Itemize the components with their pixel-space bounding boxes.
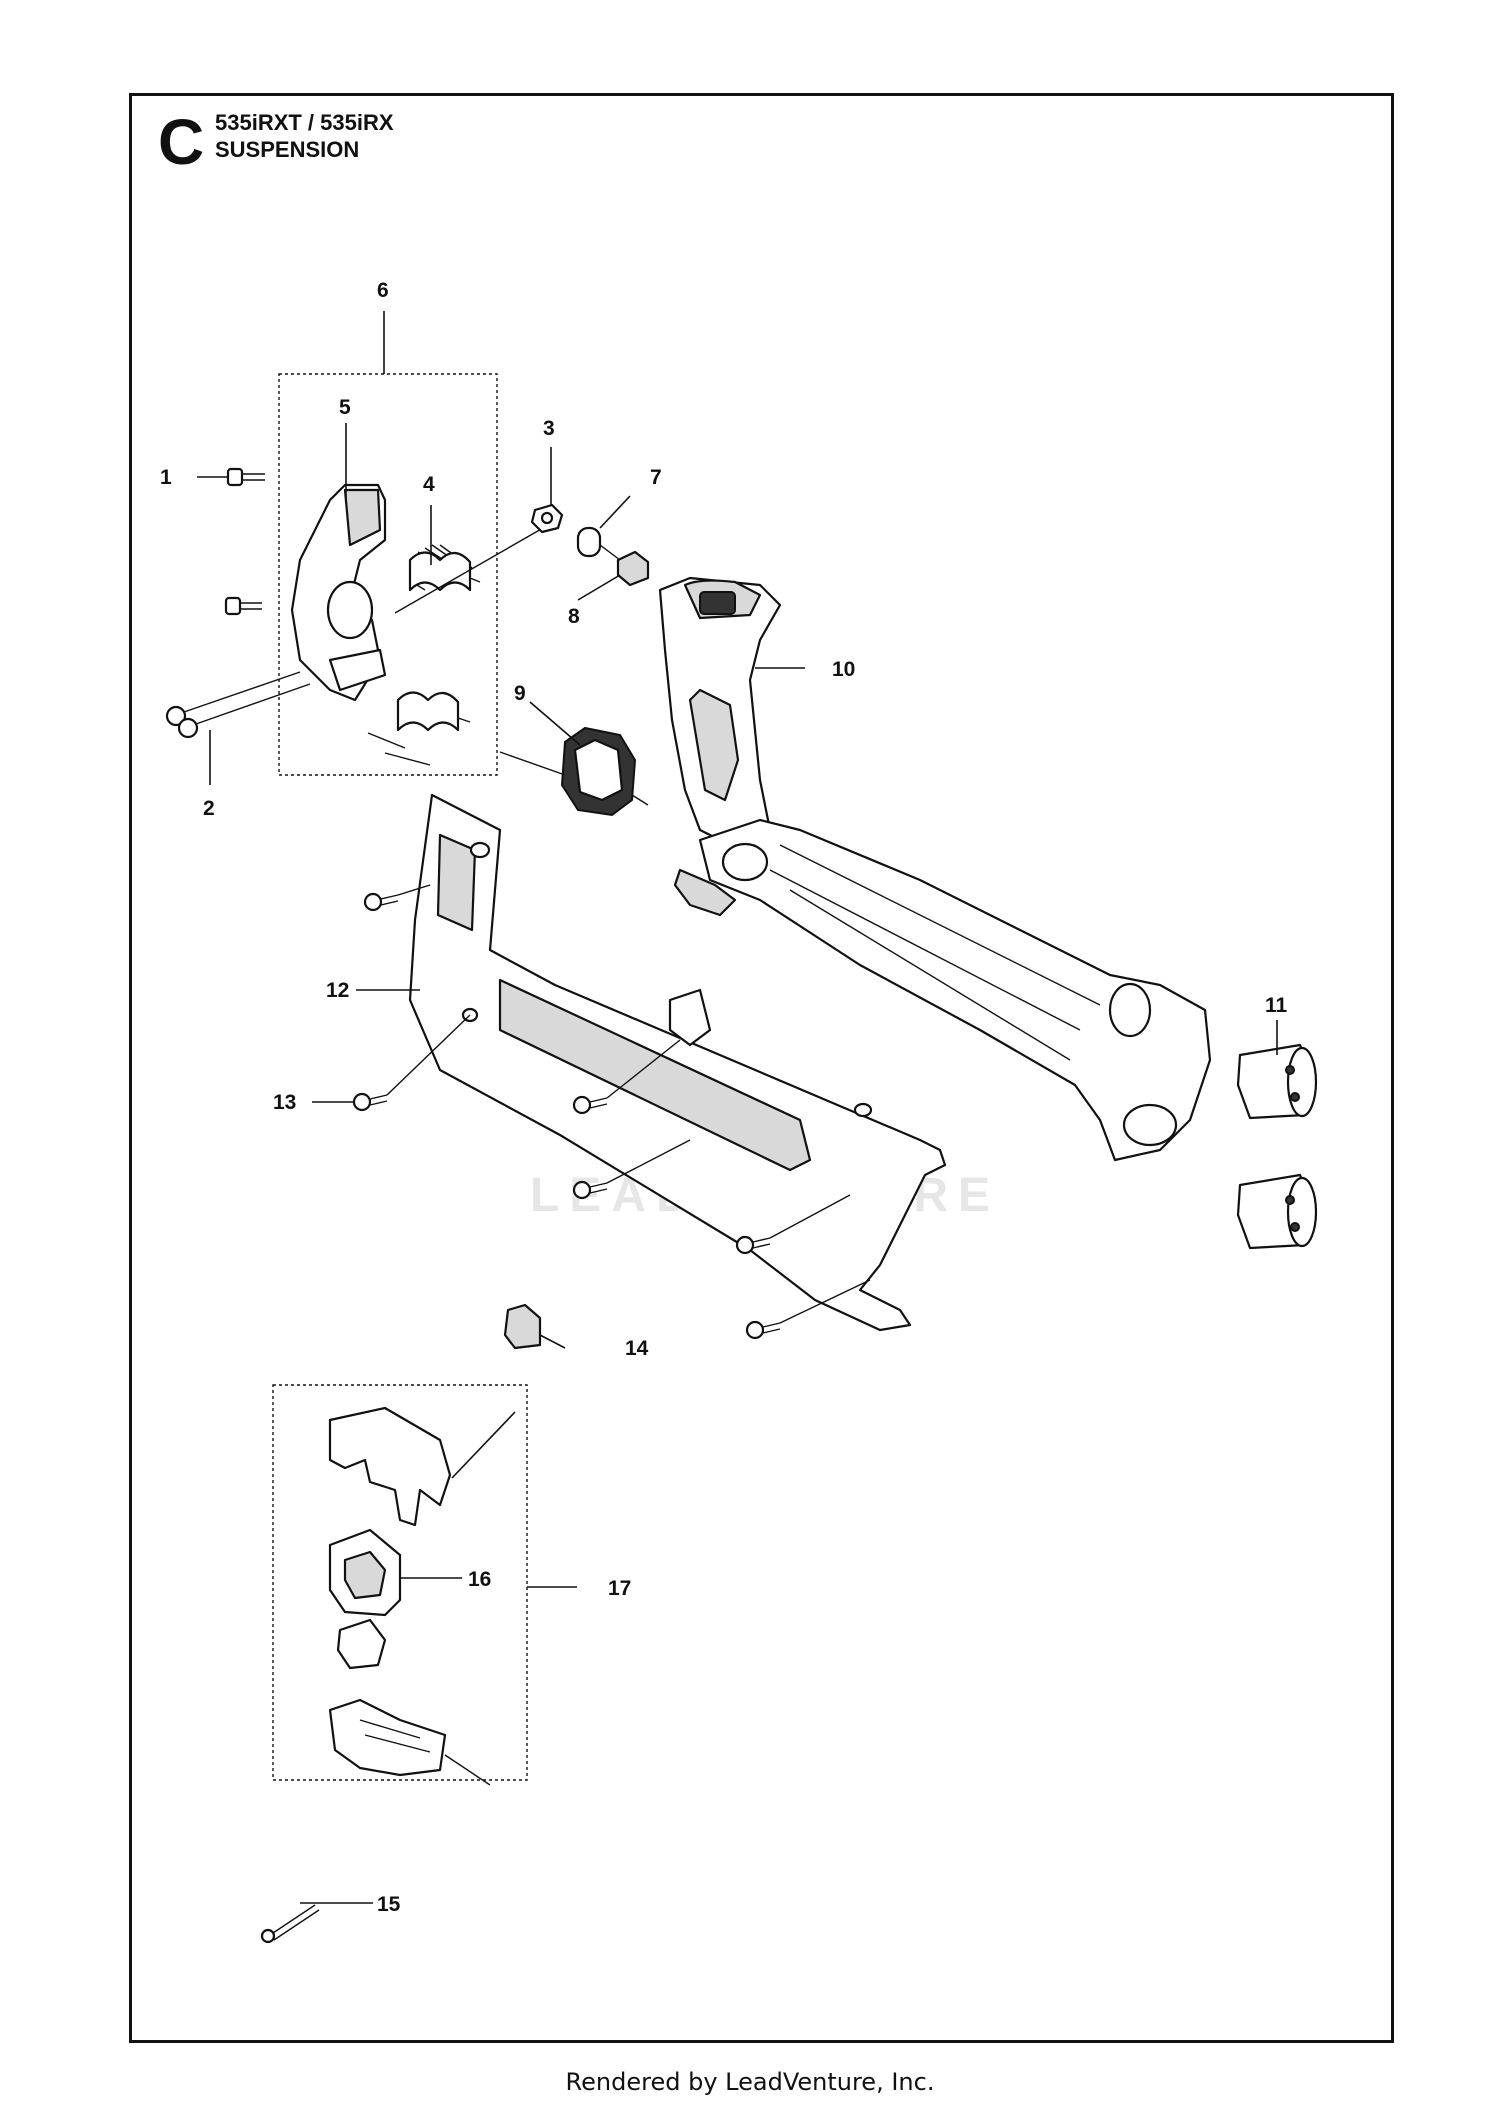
footer-credit: Rendered by LeadVenture, Inc. [565,2068,935,2096]
part-handle-frame [658,576,1212,1162]
callout-3: 3 [543,417,555,440]
section-letter: C [158,106,205,178]
callout-14: 14 [625,1337,649,1360]
callout-4: 4 [423,473,435,496]
callout-1: 1 [160,466,172,489]
callout-16: 16 [468,1568,491,1591]
callout-2: 2 [203,797,215,820]
callout-labels: 1 2 3 4 5 6 7 8 9 10 11 12 13 14 15 16 1… [160,279,1288,1916]
part-bracket [290,483,387,702]
callout-12: 12 [326,979,349,1002]
part-springs [396,544,481,732]
part-damper-ring [499,726,649,817]
part-tube-bushings [1236,1043,1318,1250]
callout-11: 11 [1265,994,1288,1017]
callout-7: 7 [650,466,662,489]
callout-13: 13 [273,1091,296,1114]
callout-17: 17 [608,1577,631,1600]
part-screws [352,884,871,1340]
part-bolts [165,467,551,766]
group-box-17 [272,1384,528,1781]
diagram-frame [129,93,1394,2043]
callout-15: 15 [377,1893,401,1916]
part-small-hardware [530,503,650,587]
model-label: 535iRXT / 535iRX [215,110,394,135]
callout-10: 10 [832,658,855,681]
group-box-6 [278,373,498,776]
part-cover [408,793,947,1332]
part-trigger-assembly [260,1303,542,1944]
section-title: SUSPENSION [215,137,360,162]
callout-5: 5 [339,396,351,419]
callout-6: 6 [377,279,389,302]
leader-lines [197,311,1278,1904]
callout-9: 9 [514,682,526,705]
callout-8: 8 [568,605,580,628]
